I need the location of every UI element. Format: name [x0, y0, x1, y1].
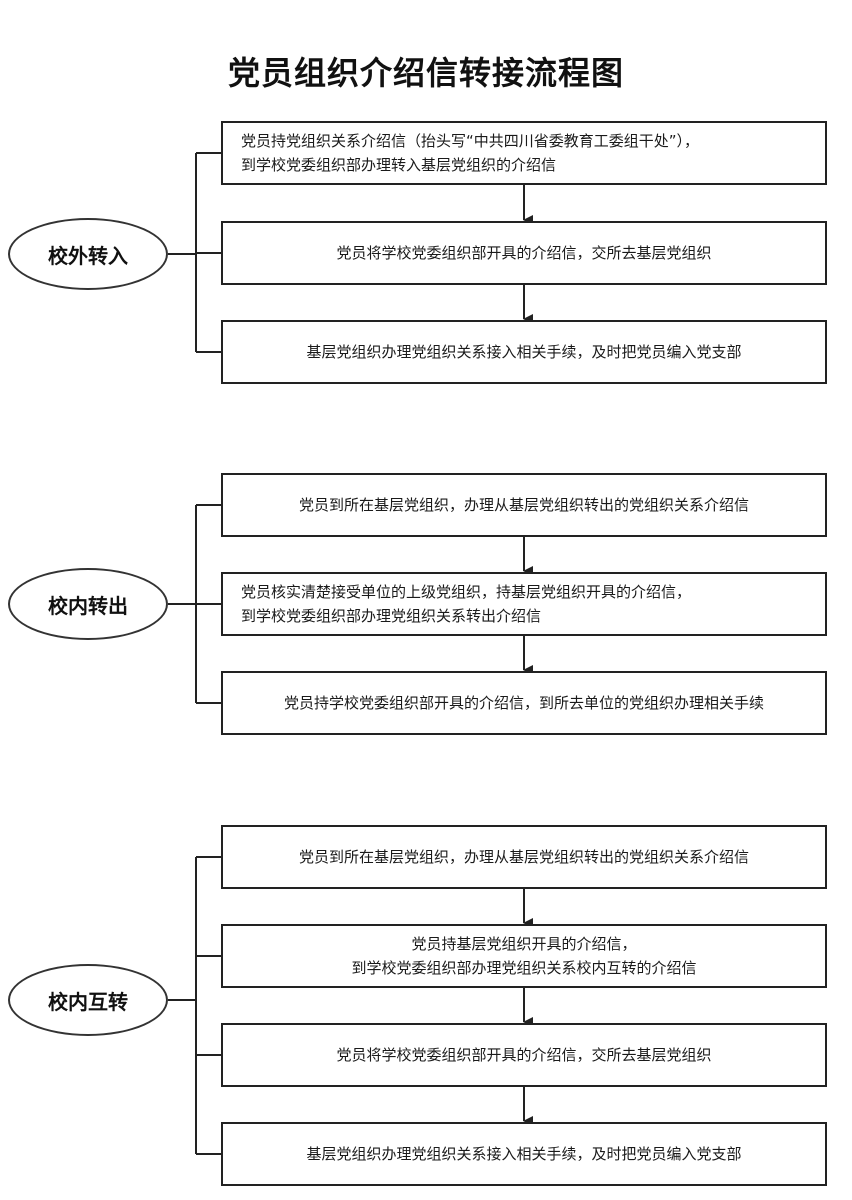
step-text-line: 党员持党组织关系介绍信（抬头写“中共四川省委教育工委组干处”），	[241, 132, 700, 150]
flow-step-box: 党员将学校党委组织部开具的介绍信，交所去基层党组织	[221, 1023, 827, 1087]
step-text-line: 党员到所在基层党组织，办理从基层党组织转出的党组织关系介绍信	[298, 496, 749, 514]
section-node-external-in: 校外转入	[8, 218, 168, 290]
flow-step-box: 党员到所在基层党组织，办理从基层党组织转出的党组织关系介绍信	[221, 473, 827, 537]
step-text-line: 到学校党委组织部办理党组织关系校内互转的介绍信	[351, 959, 697, 977]
section-node-internal-transfer: 校内互转	[8, 964, 168, 1036]
step-text-line: 党员持基层党组织开具的介绍信，	[411, 935, 637, 953]
step-text-line: 党员将学校党委组织部开具的介绍信，交所去基层党组织	[336, 244, 712, 262]
page-title: 党员组织介绍信转接流程图	[227, 54, 624, 92]
flow-step-box: 党员将学校党委组织部开具的介绍信，交所去基层党组织	[221, 221, 827, 285]
step-text-line: 到学校党委组织部办理党组织关系转出介绍信	[241, 607, 542, 625]
flow-step-box: 基层党组织办理党组织关系接入相关手续，及时把党员编入党支部	[221, 1122, 827, 1186]
step-text-line: 党员到所在基层党组织，办理从基层党组织转出的党组织关系介绍信	[298, 848, 749, 866]
step-text-line: 基层党组织办理党组织关系接入相关手续，及时把党员编入党支部	[306, 343, 742, 361]
step-text-line: 党员核实清楚接受单位的上级党组织，持基层党组织开具的介绍信，	[241, 583, 692, 601]
flow-step-box: 党员持学校党委组织部开具的介绍信，到所去单位的党组织办理相关手续	[221, 671, 827, 735]
step-text-line: 基层党组织办理党组织关系接入相关手续，及时把党员编入党支部	[306, 1145, 742, 1163]
step-text-line: 到学校党委组织部办理转入基层党组织的介绍信	[241, 156, 557, 174]
flow-step-box: 党员持党组织关系介绍信（抬头写“中共四川省委教育工委组干处”）， 到学校党委组织…	[221, 121, 827, 185]
flow-step-box: 党员持基层党组织开具的介绍信， 到学校党委组织部办理党组织关系校内互转的介绍信	[221, 924, 827, 988]
step-text-line: 党员持学校党委组织部开具的介绍信，到所去单位的党组织办理相关手续	[283, 694, 764, 712]
section-node-internal-out: 校内转出	[8, 568, 168, 640]
step-text-line: 党员将学校党委组织部开具的介绍信，交所去基层党组织	[336, 1046, 712, 1064]
flow-step-box: 基层党组织办理党组织关系接入相关手续，及时把党员编入党支部	[221, 320, 827, 384]
flow-step-box: 党员核实清楚接受单位的上级党组织，持基层党组织开具的介绍信， 到学校党委组织部办…	[221, 572, 827, 636]
flow-step-box: 党员到所在基层党组织，办理从基层党组织转出的党组织关系介绍信	[221, 825, 827, 889]
